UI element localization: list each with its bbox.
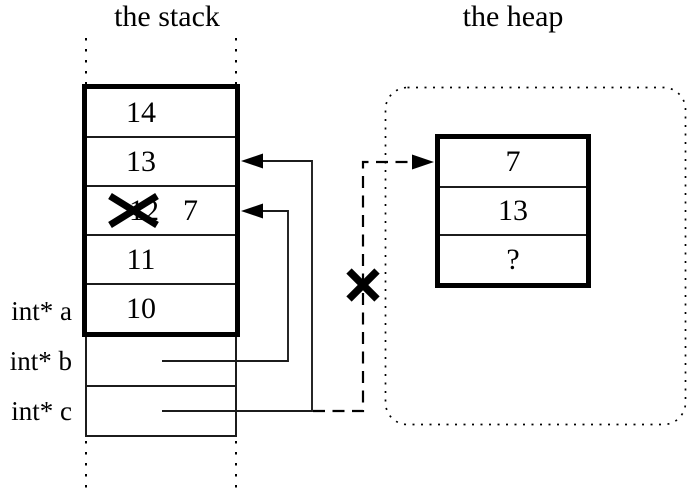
stack-cell-13: 13 — [87, 136, 235, 185]
stack-cell-value: 14 — [126, 95, 156, 129]
crossed-out-old-value: 12 — [129, 193, 159, 227]
stack-cell-value: 11 — [126, 242, 156, 276]
heap-title: the heap — [462, 0, 564, 33]
dangling-pointer-arrowhead-icon — [412, 154, 434, 170]
crossout-x-icon-on-dashed-pointer — [346, 268, 380, 302]
pointer-variable-cells — [85, 337, 237, 437]
heap-cell-value: 7 — [505, 145, 521, 179]
stack-cell-11: 11 — [87, 234, 235, 283]
stack-cell-12-overwritten: 12 7 — [87, 185, 235, 234]
stack-cell-14: 14 — [87, 89, 235, 136]
stack-box: 14 13 12 7 11 10 — [82, 84, 240, 337]
pointer-b-cell — [87, 337, 235, 385]
overwritten-new-value: 7 — [183, 193, 198, 227]
heap-cell-13: 13 — [440, 185, 586, 235]
variable-label-c: int* c — [11, 396, 72, 426]
stack-cell-value: 10 — [126, 291, 156, 325]
heap-cell-value: ? — [506, 242, 520, 276]
stack-title: the stack — [114, 0, 220, 33]
pointer-b-arrowhead-icon — [241, 203, 263, 219]
pointer-c-arrowhead-icon — [241, 153, 263, 169]
heap-object-box: 7 13 ? — [435, 134, 591, 288]
heap-cell-7: 7 — [440, 139, 586, 186]
heap-cell-unknown: ? — [440, 234, 586, 283]
variable-label-b: int* b — [9, 346, 72, 376]
stack-cell-10: 10 — [87, 283, 235, 332]
variable-label-a: int* a — [11, 296, 72, 326]
heap-cell-value: 13 — [498, 194, 528, 227]
dangling-pointer-dashed-line — [313, 160, 413, 413]
stack-cell-value: 13 — [126, 144, 156, 178]
pointer-c-cell — [87, 385, 235, 435]
